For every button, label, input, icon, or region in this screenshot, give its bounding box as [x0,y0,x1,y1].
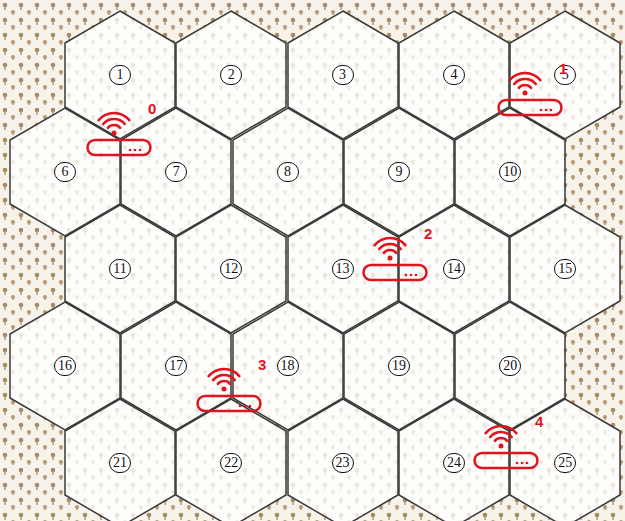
wifi-router: 4 [473,411,557,471]
router-icon [362,223,446,283]
cell-number: 10 [499,162,521,182]
hex-cell: 24 [398,398,510,521]
cell-number: 6 [54,162,76,182]
cell-number: 13 [332,259,354,279]
router-icon [86,98,170,158]
cell-number: 23 [332,453,354,473]
cell-number: 4 [443,65,465,85]
wifi-router: 0 [86,98,170,158]
cell-number: 12 [220,259,242,279]
cell-number: 3 [332,65,354,85]
cell-number: 11 [109,259,131,279]
cell-number: 15 [554,259,576,279]
router-number: 0 [148,100,156,117]
cell-number: 16 [54,356,76,376]
hex-cell: 22 [175,398,287,521]
router-number: 3 [258,356,266,373]
cell-number: 25 [554,453,576,473]
cell-number: 9 [388,162,410,182]
cell-number: 22 [220,453,242,473]
router-number: 4 [535,413,543,430]
cell-number: 21 [109,453,131,473]
hex-cell: 25 [509,398,621,521]
cell-number: 17 [165,356,187,376]
router-number: 2 [424,225,432,242]
wifi-router: 3 [196,354,280,414]
cell-number: 8 [277,162,299,182]
router-number: 1 [559,60,567,77]
hex-cell: 23 [287,398,399,521]
cell-number: 2 [220,65,242,85]
cell-number: 14 [443,259,465,279]
cell-number: 20 [499,356,521,376]
wifi-router: 2 [362,223,446,283]
cell-number: 7 [165,162,187,182]
cell-number: 18 [277,356,299,376]
router-icon [196,354,280,414]
cell-number: 19 [388,356,410,376]
router-icon [473,411,557,471]
cell-number: 24 [443,453,465,473]
router-icon [497,58,581,118]
hex-cell: 21 [64,398,176,521]
wifi-router: 1 [497,58,581,118]
cell-number: 1 [109,65,131,85]
